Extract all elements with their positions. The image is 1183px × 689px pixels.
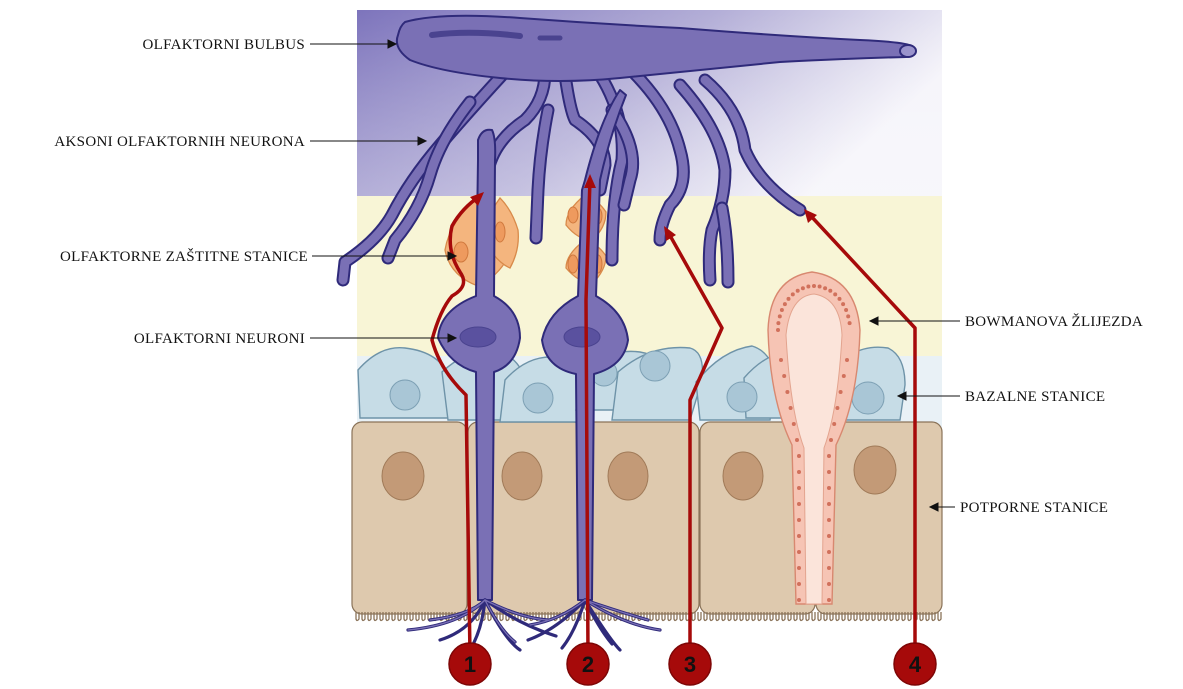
gland-cell-nucleus: [795, 438, 799, 442]
gland-cell-nucleus: [797, 518, 801, 522]
gland-cell-nucleus: [818, 285, 822, 289]
nucleus: [852, 382, 884, 414]
gland-cell-nucleus: [823, 286, 827, 290]
gland-cell-nucleus: [776, 321, 780, 325]
route-number-1: 1: [464, 652, 476, 677]
gland-cell-nucleus: [797, 598, 801, 602]
gland-cell-nucleus: [828, 289, 832, 293]
gland-cell-nucleus: [827, 454, 831, 458]
supporting-cell: [584, 422, 699, 614]
route-badge-2: 2: [567, 643, 609, 685]
gland-cell-nucleus: [796, 289, 800, 293]
gland-cell-nucleus: [785, 390, 789, 394]
gland-cell-nucleus: [827, 470, 831, 474]
gland-cell-nucleus: [791, 292, 795, 296]
gland-cell-nucleus: [846, 314, 850, 318]
gland-cell-nucleus: [779, 358, 783, 362]
gland-cell-nucleus: [797, 582, 801, 586]
gland-cell-nucleus: [789, 406, 793, 410]
nucleus: [390, 380, 420, 410]
gland-cell-nucleus: [783, 302, 787, 306]
nucleus: [640, 351, 670, 381]
nucleus: [727, 382, 757, 412]
gland-cell-nucleus: [842, 374, 846, 378]
nucleus: [502, 452, 542, 500]
gland-cell-nucleus: [827, 566, 831, 570]
label-basal-cells: BAZALNE STANICE: [965, 389, 1105, 405]
gland-cell-nucleus: [844, 308, 848, 312]
gland-cell-nucleus: [829, 438, 833, 442]
nucleus: [608, 452, 648, 500]
label-olfactory-neurons: OLFAKTORNI NEURONI: [134, 331, 305, 347]
route-badge-1: 1: [449, 643, 491, 685]
gland-cell-nucleus: [827, 582, 831, 586]
gland-cell-nucleus: [797, 470, 801, 474]
label-ensheathing-cells: OLFAKTORNE ZAŠTITNE STANICE: [60, 248, 308, 265]
gland-cell-nucleus: [787, 297, 791, 301]
route-number-2: 2: [582, 652, 594, 677]
nucleus: [723, 452, 763, 500]
label-bowmans-gland: BOWMANOVA ŽLIJEZDA: [965, 313, 1143, 330]
nucleus: [568, 207, 578, 223]
gland-cell-nucleus: [827, 550, 831, 554]
gland-cell-nucleus: [839, 390, 843, 394]
nucleus: [523, 383, 553, 413]
gland-cell-nucleus: [827, 502, 831, 506]
gland-cell-nucleus: [776, 328, 780, 332]
nucleus: [454, 242, 468, 262]
route-badge-4: 4: [894, 643, 936, 685]
gland-cell-nucleus: [801, 286, 805, 290]
gland-cell-nucleus: [797, 550, 801, 554]
nucleus: [382, 452, 424, 500]
label-supporting-cells: POTPORNE STANICE: [960, 500, 1108, 516]
gland-cell-nucleus: [797, 566, 801, 570]
gland-cell-nucleus: [782, 374, 786, 378]
label-axons: AKSONI OLFAKTORNIH NEURONA: [54, 134, 305, 150]
supporting-cell: [352, 422, 467, 614]
gland-cell-nucleus: [812, 284, 816, 288]
route-badge-3: 3: [669, 643, 711, 685]
gland-cell-nucleus: [797, 502, 801, 506]
nucleus: [568, 255, 578, 273]
gland-cell-nucleus: [827, 598, 831, 602]
supporting-cells: [352, 422, 942, 614]
gland-cell-nucleus: [845, 358, 849, 362]
gland-cell-nucleus: [848, 321, 852, 325]
nucleus: [495, 222, 505, 242]
label-olfactory-bulb: OLFAKTORNI BULBUS: [143, 37, 305, 53]
gland-cell-nucleus: [832, 422, 836, 426]
gland-cell-nucleus: [797, 486, 801, 490]
gland-cell-nucleus: [780, 308, 784, 312]
gland-cell-nucleus: [827, 534, 831, 538]
gland-cell-nucleus: [806, 285, 810, 289]
route-number-4: 4: [909, 652, 922, 677]
gland-cell-nucleus: [778, 314, 782, 318]
gland-cell-nucleus: [835, 406, 839, 410]
gland-cell-nucleus: [833, 292, 837, 296]
gland-cell-nucleus: [838, 297, 842, 301]
nucleus: [854, 446, 896, 494]
gland-cell-nucleus: [827, 518, 831, 522]
gland-cell-nucleus: [797, 534, 801, 538]
neuron-nucleus: [460, 327, 496, 347]
gland-cell-nucleus: [827, 486, 831, 490]
route-badges: 1 2 3 4: [449, 643, 936, 685]
route-number-3: 3: [684, 652, 696, 677]
gland-cell-nucleus: [841, 302, 845, 306]
gland-cell-nucleus: [797, 454, 801, 458]
neuron-nucleus: [564, 327, 600, 347]
gland-cell-nucleus: [792, 422, 796, 426]
